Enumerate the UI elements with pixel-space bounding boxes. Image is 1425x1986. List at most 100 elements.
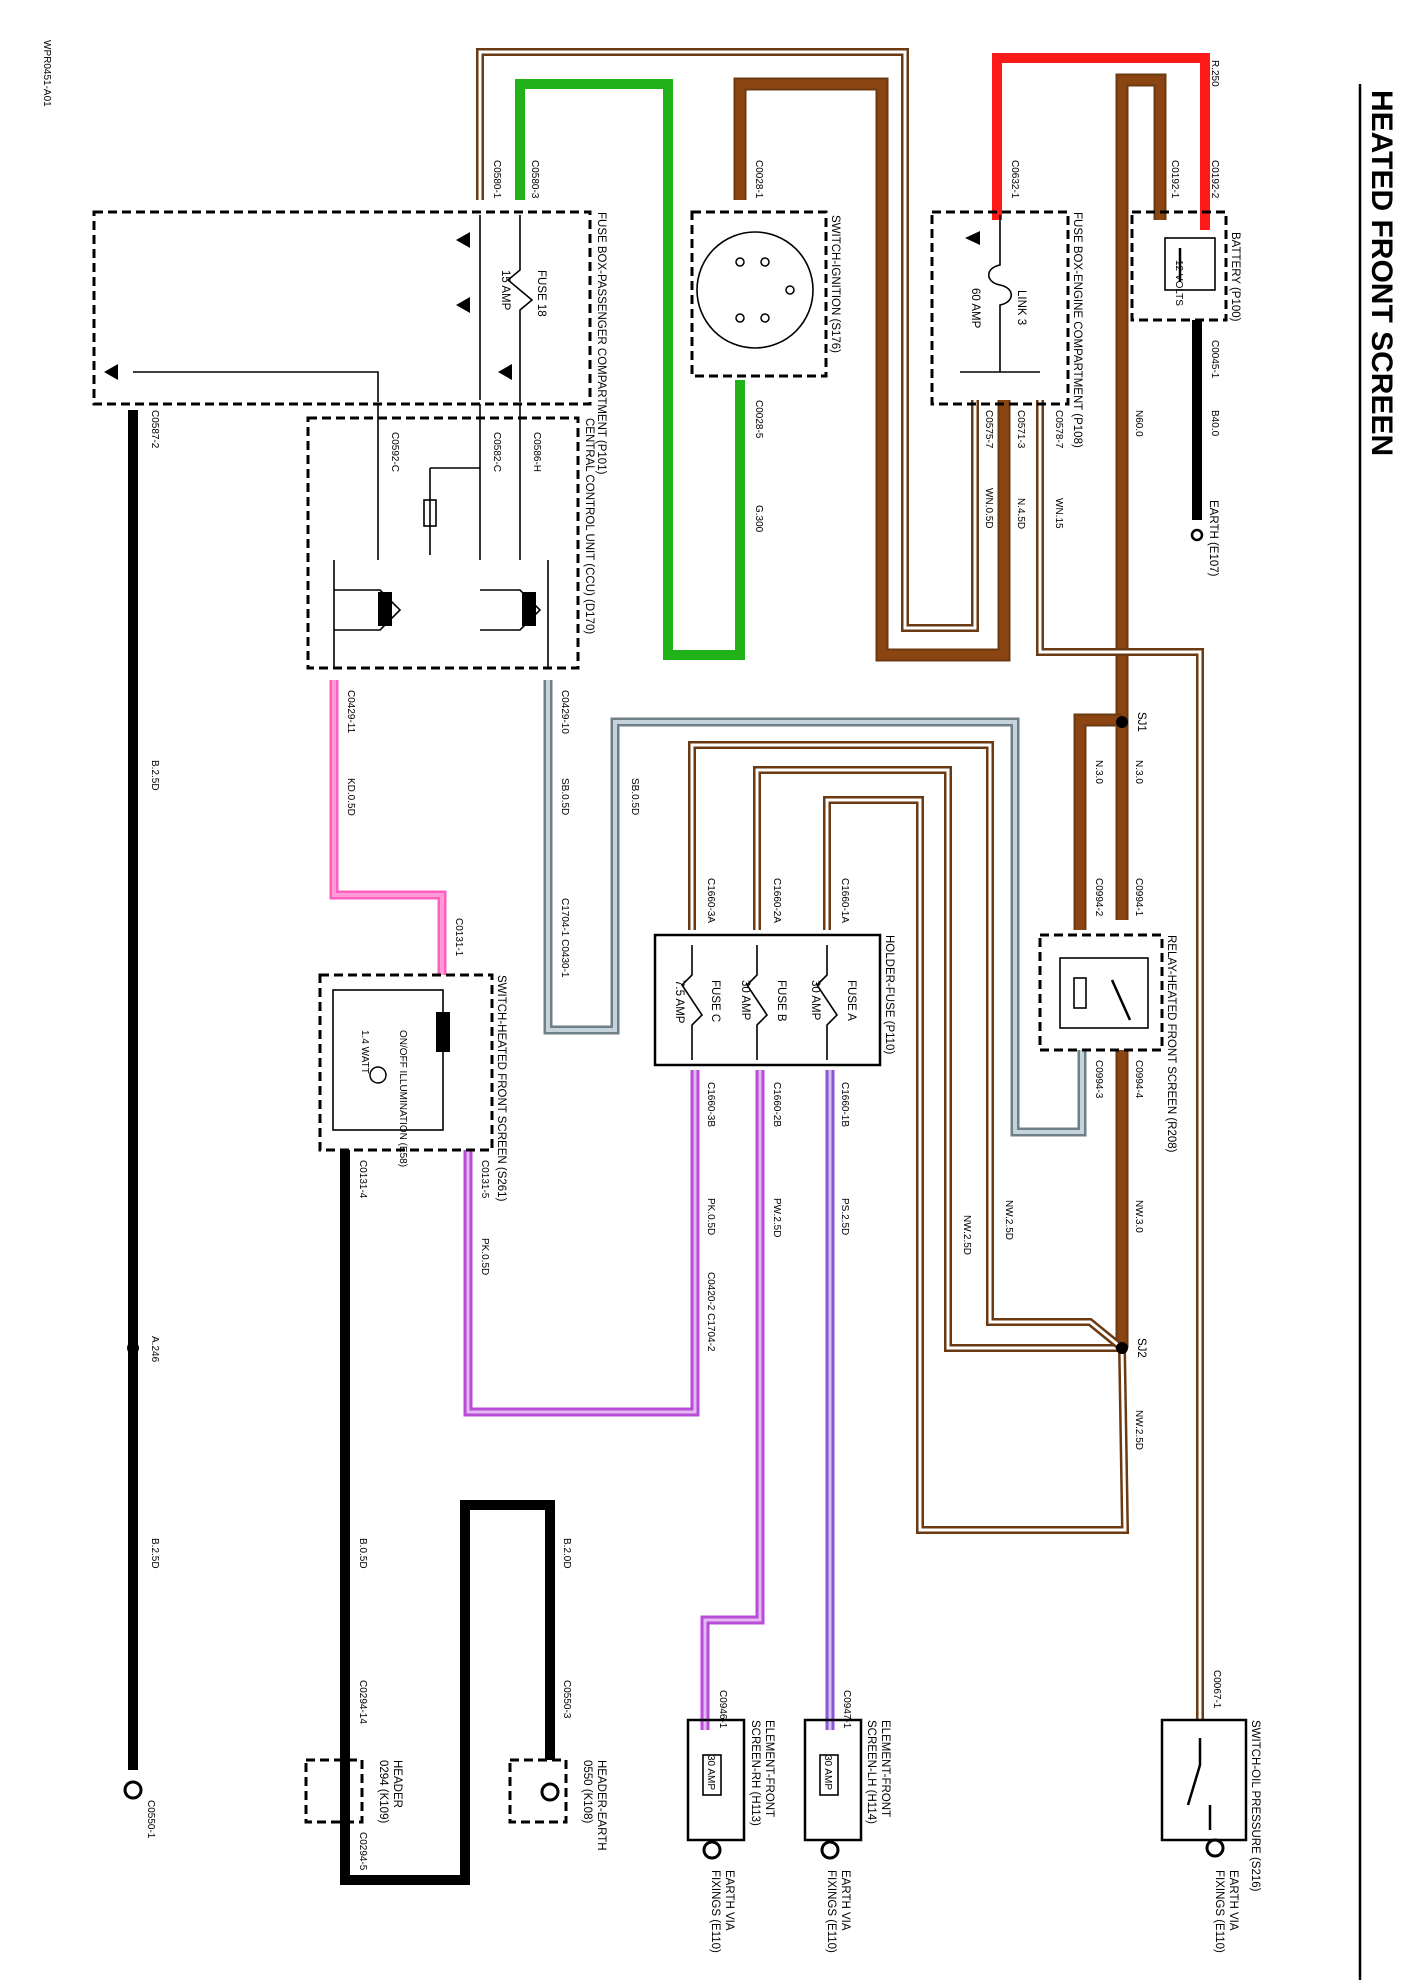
wire-nw25c-core <box>825 798 1127 1532</box>
wire-label-wn05: WN.0.5D <box>983 488 994 529</box>
conn-c1660-1a: C1660-1A <box>839 878 850 923</box>
wire-wn05 <box>476 48 979 632</box>
wire-label-wn15: WN.15 <box>1053 498 1064 529</box>
battery-symbol <box>1164 237 1216 291</box>
wire-label-n600: N60.0 <box>1133 410 1144 437</box>
label-earth-lh-2: FIXINGS (E110) <box>825 1870 837 1953</box>
header-earth-box <box>508 1758 568 1824</box>
earth-e107-icon <box>1190 528 1204 542</box>
wire-label-n45: N.4.5D <box>1015 498 1026 529</box>
conn-c1704-1: C1704-1 C0430-1 <box>559 898 570 978</box>
label-header-earth-2: 0550 (K108) <box>581 1760 593 1823</box>
wire-label-pk05b: PK.0.5D <box>705 1198 716 1235</box>
fuse-c-symbol <box>680 945 704 1060</box>
label-sj2: SJ2 <box>1135 1338 1147 1358</box>
ign-contact-3 <box>785 285 795 295</box>
conn-c1660-2a: C1660-2A <box>771 878 782 923</box>
label-link3: LINK 3 <box>1015 290 1027 325</box>
wire-wn15-core <box>1038 400 1202 810</box>
label-earth-oil-2: FIXINGS (E110) <box>1213 1870 1225 1953</box>
label-engine-fusebox: FUSE BOX-ENGINE COMPARTMENT (P108) <box>1071 212 1083 448</box>
conn-c0045-1: C0045-1 <box>1209 340 1220 379</box>
wire-label-b05: B.0.5D <box>357 1538 368 1569</box>
label-fuse18-amp: 15 AMP <box>499 270 511 311</box>
page-title: HEATED FRONT SCREEN <box>1365 90 1398 456</box>
conn-c0028-5: C0028-5 <box>753 400 764 439</box>
hfs-switch-box <box>318 973 494 1152</box>
label-fuse-a: FUSE A <box>845 980 857 1021</box>
fuse-a-symbol <box>815 945 839 1060</box>
conn-c0582-c: C0582-C <box>491 432 502 472</box>
ccu-resistor <box>423 499 437 527</box>
conn-c0131-5: C0131-5 <box>479 1160 490 1199</box>
wire-label-sb05: SB.0.5D <box>559 778 570 815</box>
ccu-resistor-branch <box>429 467 480 555</box>
pass-arrow-1 <box>456 232 470 248</box>
battery-box <box>1130 210 1228 322</box>
hfs-inner <box>332 989 444 1131</box>
element-lh-heater <box>819 1754 839 1796</box>
label-ignition: SWITCH-IGNITION (S176) <box>829 215 841 353</box>
element-rh-heater <box>702 1754 722 1796</box>
wire-label-b20: B.2.0D <box>561 1538 572 1569</box>
conn-c0550-3: C0550-3 <box>561 1680 572 1719</box>
conn-c0994-1: C0994-1 <box>1133 878 1144 917</box>
label-battery: BATTERY (P100) <box>1229 232 1241 322</box>
ccu-driver-2 <box>480 589 542 631</box>
label-holder-fuse: HOLDER-FUSE (P110) <box>883 935 895 1054</box>
ccu-coil-2 <box>522 592 536 626</box>
pass-arrow-4 <box>104 364 118 380</box>
pass-arrow-3 <box>498 364 512 380</box>
label-fuse18: FUSE 18 <box>535 270 547 317</box>
conn-c1660-3a: C1660-3A <box>705 878 716 923</box>
label-switch-illum: ON/OFF ILLUMINATION (E58) <box>397 1030 408 1167</box>
ign-contact-2 <box>760 257 770 267</box>
wire-pw25 <box>700 1070 765 1730</box>
wire-pk05-core <box>466 1070 697 1414</box>
label-element-rh-1: ELEMENT-FRONT <box>763 1720 775 1817</box>
oil-switch-box <box>1160 1718 1248 1842</box>
conn-c0420-2: C0420-2 C1704-2 <box>705 1272 716 1352</box>
element-lh-box <box>803 1718 863 1842</box>
label-oil-switch: SWITCH-OIL PRESSURE (S216) <box>1249 1720 1261 1892</box>
label-fuse-b-amp: 30 AMP <box>739 980 751 1021</box>
wire-label-r250: R.250 <box>1209 60 1220 87</box>
wire-kd05-core <box>332 680 444 975</box>
wire-r250 <box>992 53 1210 230</box>
wire-label-nw25a: NW.2.5D <box>1003 1200 1014 1240</box>
wire-n600 <box>1115 73 1167 920</box>
label-passenger-fusebox: FUSE BOX-PASSENGER COMPARTMENT (P101) <box>595 212 607 475</box>
conn-c1660-3b: C1660-3B <box>705 1082 716 1127</box>
label-header-1: HEADER <box>391 1760 403 1808</box>
fuse-holder-box <box>653 933 882 1067</box>
conn-c0067-1: C0067-1 <box>1211 1670 1222 1709</box>
wire-nw25b-core <box>690 743 1123 1350</box>
pass-rail-2 <box>133 371 379 402</box>
label-battery-volts: 12 VOLTS <box>1173 260 1184 306</box>
wire-wn05-core <box>478 50 977 630</box>
hfs-indicator <box>436 1012 450 1052</box>
conn-c1660-1b: C1660-1B <box>839 1082 850 1127</box>
component-labels: BATTERY (P100) 12 VOLTS EARTH (E107) FUS… <box>359 212 1261 1953</box>
label-element-lh-amp: 30 AMP <box>822 1755 833 1790</box>
wire-nw25a-core <box>755 768 1122 1350</box>
wire-n45 <box>733 77 1011 662</box>
label-switch-hfs: SWITCH-HEATED FRONT SCREEN (S261) <box>495 975 507 1202</box>
wire-sb05-core <box>546 680 1084 1134</box>
wire-n45-core <box>735 79 1009 660</box>
ign-contact-5 <box>760 313 770 323</box>
relay-box <box>1038 933 1164 1052</box>
conn-c0632-1: C0632-1 <box>1009 160 1020 199</box>
wire-label-nw25b: NW.2.5D <box>961 1215 972 1255</box>
wire-label-pw25: PW.2.5D <box>771 1198 782 1237</box>
label-switch-watt: 1.4 WATT <box>359 1030 370 1074</box>
connector-labels: C0192-2 C0192-1 C0045-1 C0632-1 C0578-7 … <box>145 160 1222 1871</box>
conn-c0575-7: C0575-7 <box>983 410 994 449</box>
label-link3-amp: 60 AMP <box>969 288 981 329</box>
link3-symbol <box>987 215 1013 372</box>
conn-c0192-2: C0192-2 <box>1209 160 1220 199</box>
title-group: HEATED FRONT SCREEN <box>1365 90 1398 456</box>
label-earth-e107: EARTH (E107) <box>1207 500 1219 577</box>
conn-c0587-2: C0587-2 <box>149 410 160 449</box>
